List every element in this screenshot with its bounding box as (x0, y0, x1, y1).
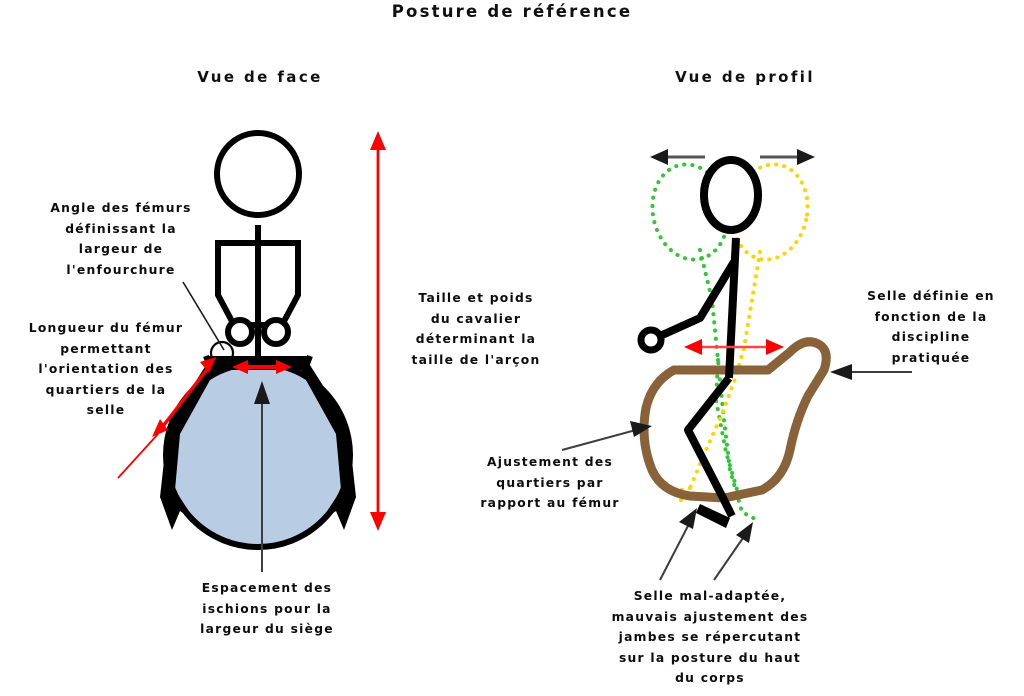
rein-hand (637, 326, 665, 354)
rider-right-leg (301, 362, 356, 530)
rider-foot-profile (696, 504, 730, 528)
leader-femur-angle (182, 281, 225, 351)
ischion-left (225, 317, 255, 347)
callout-selle-discipline: Selle définie en fonction de la discipli… (867, 289, 995, 365)
callout-ischions: Espacement des ischions pour la largeur … (200, 581, 334, 636)
callout-femur-length: Longueur du fémur permettant l'orientati… (28, 321, 184, 417)
leader-ischion-spacing (254, 381, 270, 572)
rider-left-leg (160, 362, 215, 530)
callout-ajustement-quartiers: Ajustement des quartiers par rapport au … (480, 455, 620, 510)
rider-head-profile (700, 156, 762, 234)
saddle-profile (639, 337, 831, 503)
leader-ajustement-quartiers (561, 421, 652, 451)
rider-height-arrow (370, 131, 386, 531)
head-motion-arrow-right (760, 149, 815, 165)
page-title: Posture de référence (391, 2, 633, 21)
seat-width-arrow (232, 360, 292, 374)
rider-head-front (214, 130, 302, 218)
callout-taille-poids: Taille et poids du cavalier déterminant … (411, 291, 541, 367)
femur-length-arrow (152, 357, 216, 437)
leader-selle-mal-adaptee-left (659, 508, 697, 581)
leader-selle-discipline (830, 364, 912, 380)
seat-balance-arrow (684, 339, 784, 355)
callout-femur-angle: Angle des fémurs définissant la largeur … (50, 201, 192, 277)
callout-selle-mal-adaptee: Selle mal-adaptée, mauvais ajustement de… (611, 589, 809, 685)
ischion-right (261, 317, 291, 347)
head-motion-arrow-left (650, 149, 705, 165)
rider-spine-profile (725, 237, 740, 379)
rider-arm-profile (658, 259, 738, 340)
profile-view-subtitle: Vue de profil (675, 68, 815, 86)
leader-selle-mal-adaptee-right (713, 522, 753, 581)
leader-femur-length (117, 433, 159, 479)
hip-joint-marker (209, 340, 235, 366)
front-view-subtitle: Vue de face (197, 68, 323, 86)
rider-leg-profile (684, 375, 736, 518)
